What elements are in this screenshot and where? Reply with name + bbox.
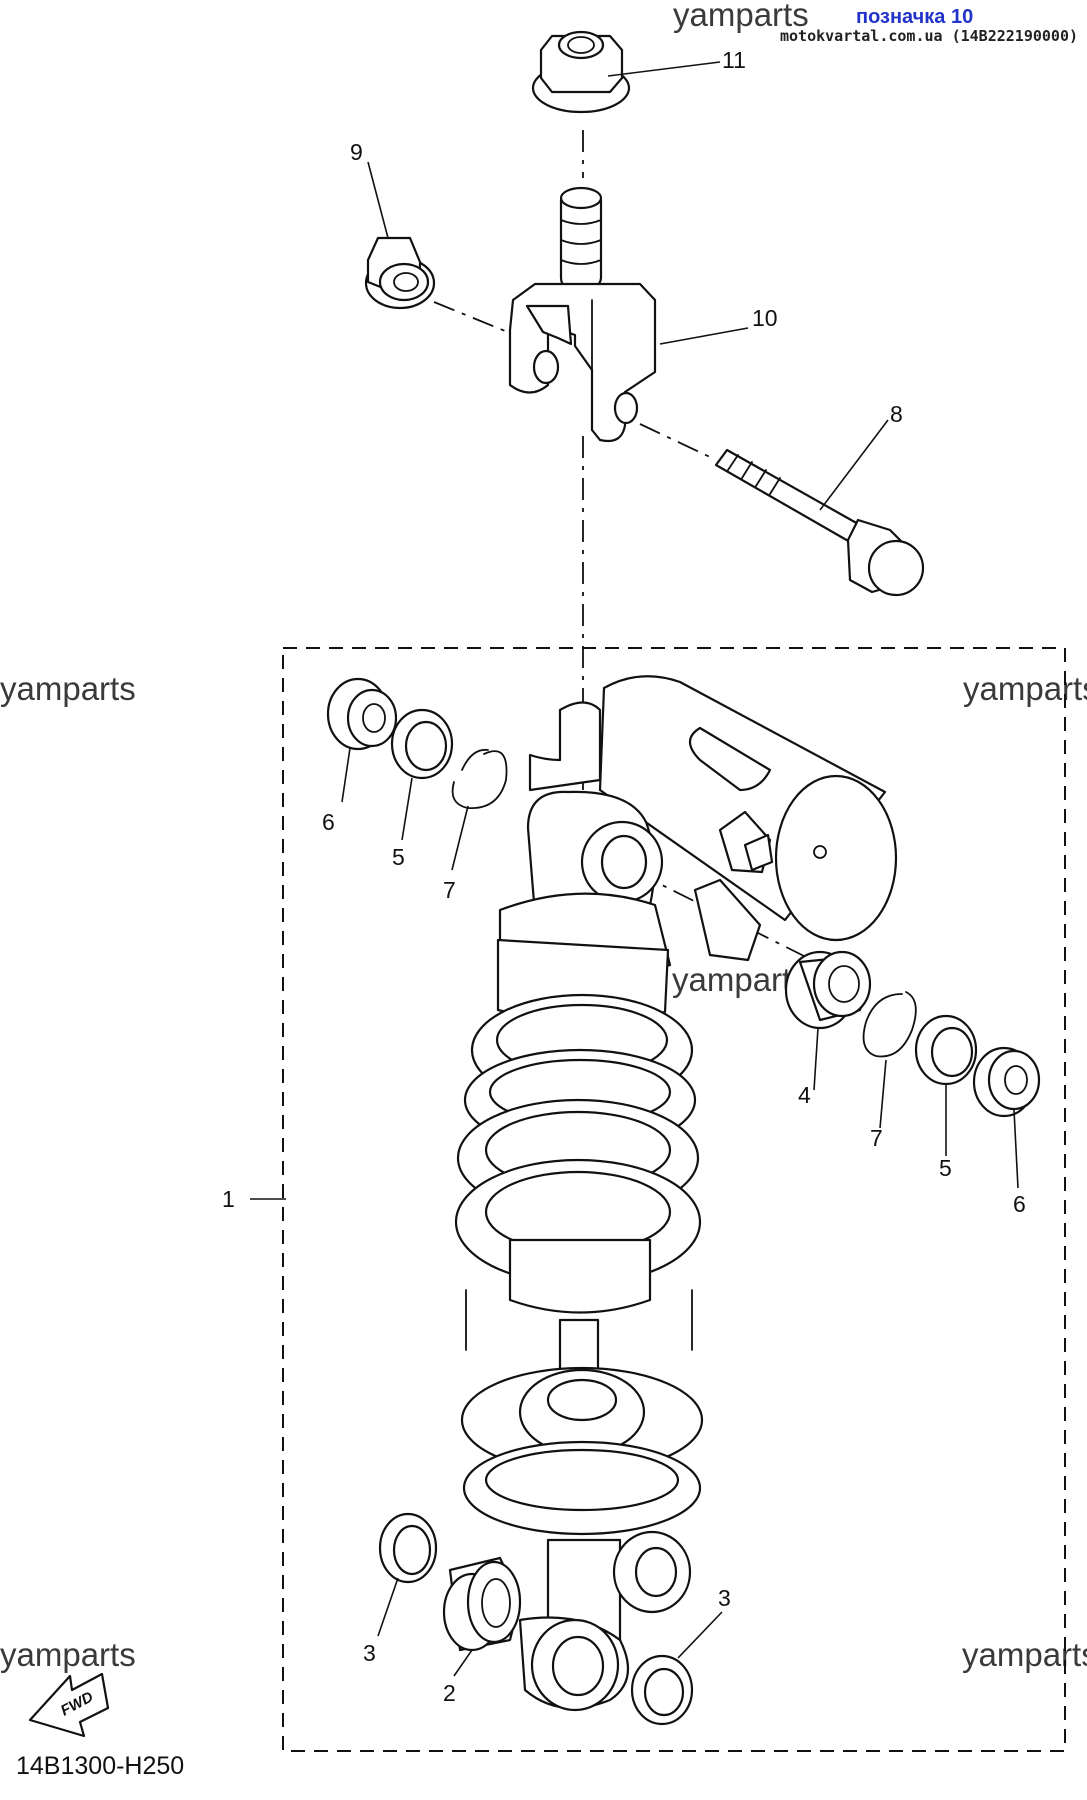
fwd-arrow-icon: FWD xyxy=(28,1672,110,1738)
watermark-left-bottom: yamparts xyxy=(0,1636,136,1673)
callout-5-left: 5 xyxy=(392,844,405,870)
callout-2: 2 xyxy=(443,1680,456,1706)
part-5-seal-right xyxy=(914,1014,978,1086)
leader-lines xyxy=(250,61,1019,1677)
callout-3-left: 3 xyxy=(363,1640,376,1666)
part-11-nut xyxy=(531,30,631,114)
callout-10: 10 xyxy=(752,305,778,331)
callout-1: 1 xyxy=(222,1186,235,1212)
assembly-boundary xyxy=(282,647,1066,1752)
watermark-top: yamparts xyxy=(673,0,809,33)
watermark-left-mid: yamparts xyxy=(0,670,136,707)
part-8-bolt xyxy=(714,448,925,597)
callout-7-right: 7 xyxy=(870,1125,883,1151)
callout-7-left: 7 xyxy=(443,877,456,903)
axis-part-8 xyxy=(639,423,713,459)
part-3-seal-bottom-left xyxy=(378,1512,438,1584)
callout-5-right: 5 xyxy=(939,1155,952,1181)
axis-part-9 xyxy=(433,301,511,334)
part-7-circlip-left xyxy=(451,748,508,809)
part-10-bracket xyxy=(508,186,657,443)
callout-6-right: 6 xyxy=(1013,1191,1026,1217)
header-source: motokvartal.com.ua (14B222190000) xyxy=(780,27,1079,45)
callout-4: 4 xyxy=(798,1082,811,1108)
watermark-right-mid: yamparts xyxy=(963,670,1087,707)
callout-9: 9 xyxy=(350,139,363,165)
header-note: позначка 10 xyxy=(856,6,974,28)
callout-3-right: 3 xyxy=(718,1585,731,1611)
part-3-seal-bottom-right xyxy=(630,1654,694,1726)
part-6-collar-right xyxy=(972,1046,1041,1118)
part-2-needle-bearing xyxy=(442,1556,522,1652)
callout-6-left: 6 xyxy=(322,809,335,835)
part-5-seal-left xyxy=(390,708,454,780)
part-1-shock-absorber xyxy=(454,675,898,1712)
watermark-right-bottom: yamparts xyxy=(962,1636,1087,1673)
callout-8: 8 xyxy=(890,401,903,427)
part-4-bearing xyxy=(784,950,872,1030)
part-9-collar xyxy=(364,236,436,310)
diagram-code: 14B1300-H250 xyxy=(16,1752,184,1780)
part-6-collar-left xyxy=(326,677,398,751)
part-7-circlip-right xyxy=(862,991,917,1058)
callout-11: 11 xyxy=(722,47,746,73)
